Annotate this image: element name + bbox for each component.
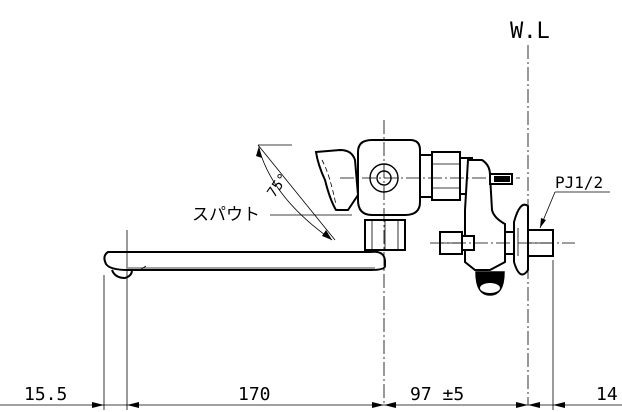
valve-body — [314, 139, 421, 216]
thread-callout: PJ1/2 — [539, 173, 610, 229]
dim-97-5: 97 ±5 — [410, 384, 464, 405]
wall-line-label: W.L — [510, 19, 550, 44]
wall-flange — [504, 203, 554, 276]
angle-label: 75° — [264, 171, 292, 201]
dimension-line — [0, 402, 622, 408]
extension-lines — [103, 230, 554, 410]
dim-170: 170 — [238, 384, 271, 405]
thread-label: PJ1/2 — [555, 173, 603, 192]
dim-14: 14 — [596, 384, 618, 405]
spout-label: スパウト — [192, 205, 260, 225]
bracket-elbow — [439, 159, 513, 296]
spout — [103, 219, 406, 280]
dim-15-5: 15.5 — [24, 384, 67, 405]
wall-line: W.L — [510, 19, 550, 405]
connector-nut — [419, 151, 473, 201]
